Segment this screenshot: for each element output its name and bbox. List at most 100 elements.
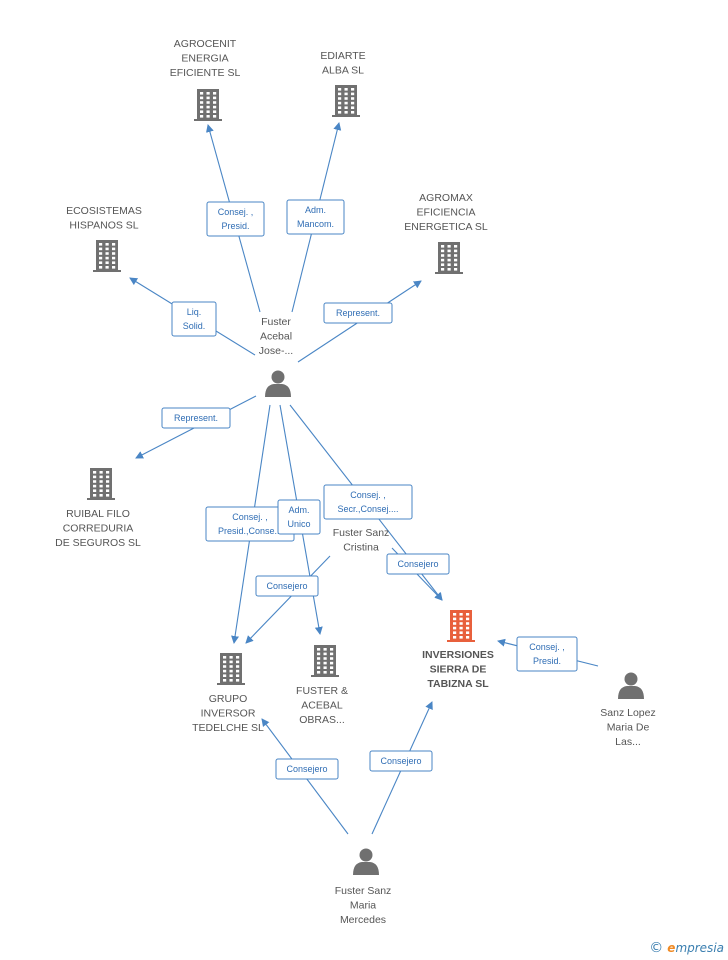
node-label: ECOSISTEMAS [66,205,142,217]
node-agromax[interactable]: AGROMAX EFICIENCIA ENERGETICA SL [404,192,488,274]
edge-label-text: Presid. [221,221,249,231]
person-icon [353,848,379,875]
node-label: DE SEGUROS SL [55,537,141,549]
edge-label-box [206,201,265,237]
edge-label-fuster_mercedes-to-grupo[interactable]: Consejero [275,758,339,780]
edge-label-fuster_mercedes-to-inversiones[interactable]: Consejero [369,750,433,772]
node-fuster_jose[interactable]: FusterAcebalJose-... [259,316,293,397]
edge-label-fuster_cristina-to-grupo[interactable]: Consejero [255,575,319,597]
footer-brand[interactable]: © empresia [649,940,724,956]
node-label: HISPANOS SL [69,220,138,232]
node-label: Fuster [261,316,291,328]
node-label: Las... [615,736,641,748]
node-label: ENERGETICA SL [404,221,488,233]
edge-label-fuster_cristina-to-inversiones[interactable]: Consejero [386,553,450,575]
edge-label-text: Consej. , [232,512,268,522]
node-label: ACEBAL [301,700,343,712]
edge-label-text: Consej. , [529,642,565,652]
edge-label-box [286,199,345,235]
person-icon [265,370,291,397]
edge-label-box [369,750,433,772]
edge-label-fuster_jose-to-inversiones[interactable]: Consej. ,Secr.,Consej.... [323,484,413,520]
node-label: AGROMAX [419,192,473,204]
node-ecosistemas[interactable]: ECOSISTEMAS HISPANOS SL [66,205,142,272]
node-label: Mercedes [340,914,386,926]
edge-label-text: Presid.,Conse... [218,526,282,536]
edge-label-fuster_jose-to-ruibal[interactable]: Represent. [161,407,231,429]
edge-labels-layer: Consej. , Presid. Adm. Mancom. Liq. Solid. Rep… [161,199,578,780]
node-label: TABIZNA SL [427,678,489,690]
building-icon [311,645,339,677]
edge-label-text: Adm. [305,205,326,215]
edge-label-box [386,553,450,575]
edge-fuster_cristina-to-grupo [245,555,331,644]
node-label: INVERSOR [201,708,256,720]
edge-label-fuster_jose-to-agromax[interactable]: Represent. [323,302,393,324]
edge-label-fuster_jose-to-agrocenit[interactable]: Consej. , Presid. [206,201,265,237]
node-label: Sanz Lopez [600,707,655,719]
edge-label-box [255,575,319,597]
node-label: Fuster Sanz [333,527,390,539]
node-label: Jose-... [259,345,293,357]
node-label: SIERRA DE [430,664,487,676]
node-label: Cristina [343,542,379,554]
node-fuster_obras[interactable]: FUSTER &ACEBALOBRAS... [296,645,348,726]
edge-label-box [516,636,578,672]
copyright-icon: © [649,940,664,956]
edge-label-text: Represent. [336,308,380,318]
node-label: INVERSIONES [422,649,494,661]
node-label: EDIARTE [320,50,365,62]
edge-label-text: Consejero [380,756,421,766]
node-label: Fuster Sanz [335,885,392,897]
focus-building-icon [447,610,475,642]
edge-label-text: Mancom. [297,219,334,229]
edge-label-text: Consej. , [350,490,386,500]
edge-label-fuster_jose-to-ediarte[interactable]: Adm. Mancom. [286,199,345,235]
edge-label-box [323,484,413,520]
edge-label-text: Consej. , [218,207,254,217]
node-label: FUSTER & [296,685,348,697]
node-label: TEDELCHE SL [192,722,264,734]
building-icon [194,89,222,121]
edge-label-box [323,302,393,324]
node-label: CORREDURIA [63,523,134,535]
node-label: RUIBAL FILO [66,508,130,520]
edge-label-fuster_jose-to-grupo[interactable]: Consej. , Presid.,Conse... [205,506,295,542]
node-label: EFICIENCIA [417,207,476,219]
edge-label-text: Consejero [266,581,307,591]
edge-label-text: Consejero [397,559,438,569]
edge-label-box [275,758,339,780]
node-label: ENERGIA [181,53,228,65]
building-icon [435,242,463,274]
node-inversiones[interactable]: INVERSIONES SIERRA DE TABIZNA SL [422,610,494,690]
edge-label-text: Represent. [174,413,218,423]
edge-label-text: Consejero [286,764,327,774]
node-label: EFICIENTE SL [170,67,241,79]
node-label: Acebal [260,331,292,343]
brand-logo: empresia [667,941,724,955]
edge-label-text: Unico [287,519,310,529]
edge-label-text: Presid. [533,656,561,666]
edge-label-text: Adm. [288,505,309,515]
building-icon [217,653,245,685]
node-ruibal[interactable]: RUIBAL FILO CORREDURIA DE SEGUROS SL [55,468,141,549]
edge-label-box [277,499,321,535]
edge-label-sanz_lopez-to-inversiones[interactable]: Consej. , Presid. [516,636,578,672]
building-icon [93,240,121,272]
node-label: Maria De [607,722,650,734]
edge-label-fuster_jose-to-fuster_obras[interactable]: Adm. Unico [277,499,321,535]
person-icon [618,672,644,699]
edge-label-fuster_jose-to-ecosistemas[interactable]: Liq. Solid. [171,301,217,337]
edge-label-box [171,301,217,337]
edge-label-text: Liq. [187,307,202,317]
node-grupo[interactable]: GRUPO INVERSOR TEDELCHE SL [192,653,264,734]
node-label: Maria [350,900,376,912]
edge-label-text: Solid. [183,321,206,331]
node-label: GRUPO [209,693,248,705]
